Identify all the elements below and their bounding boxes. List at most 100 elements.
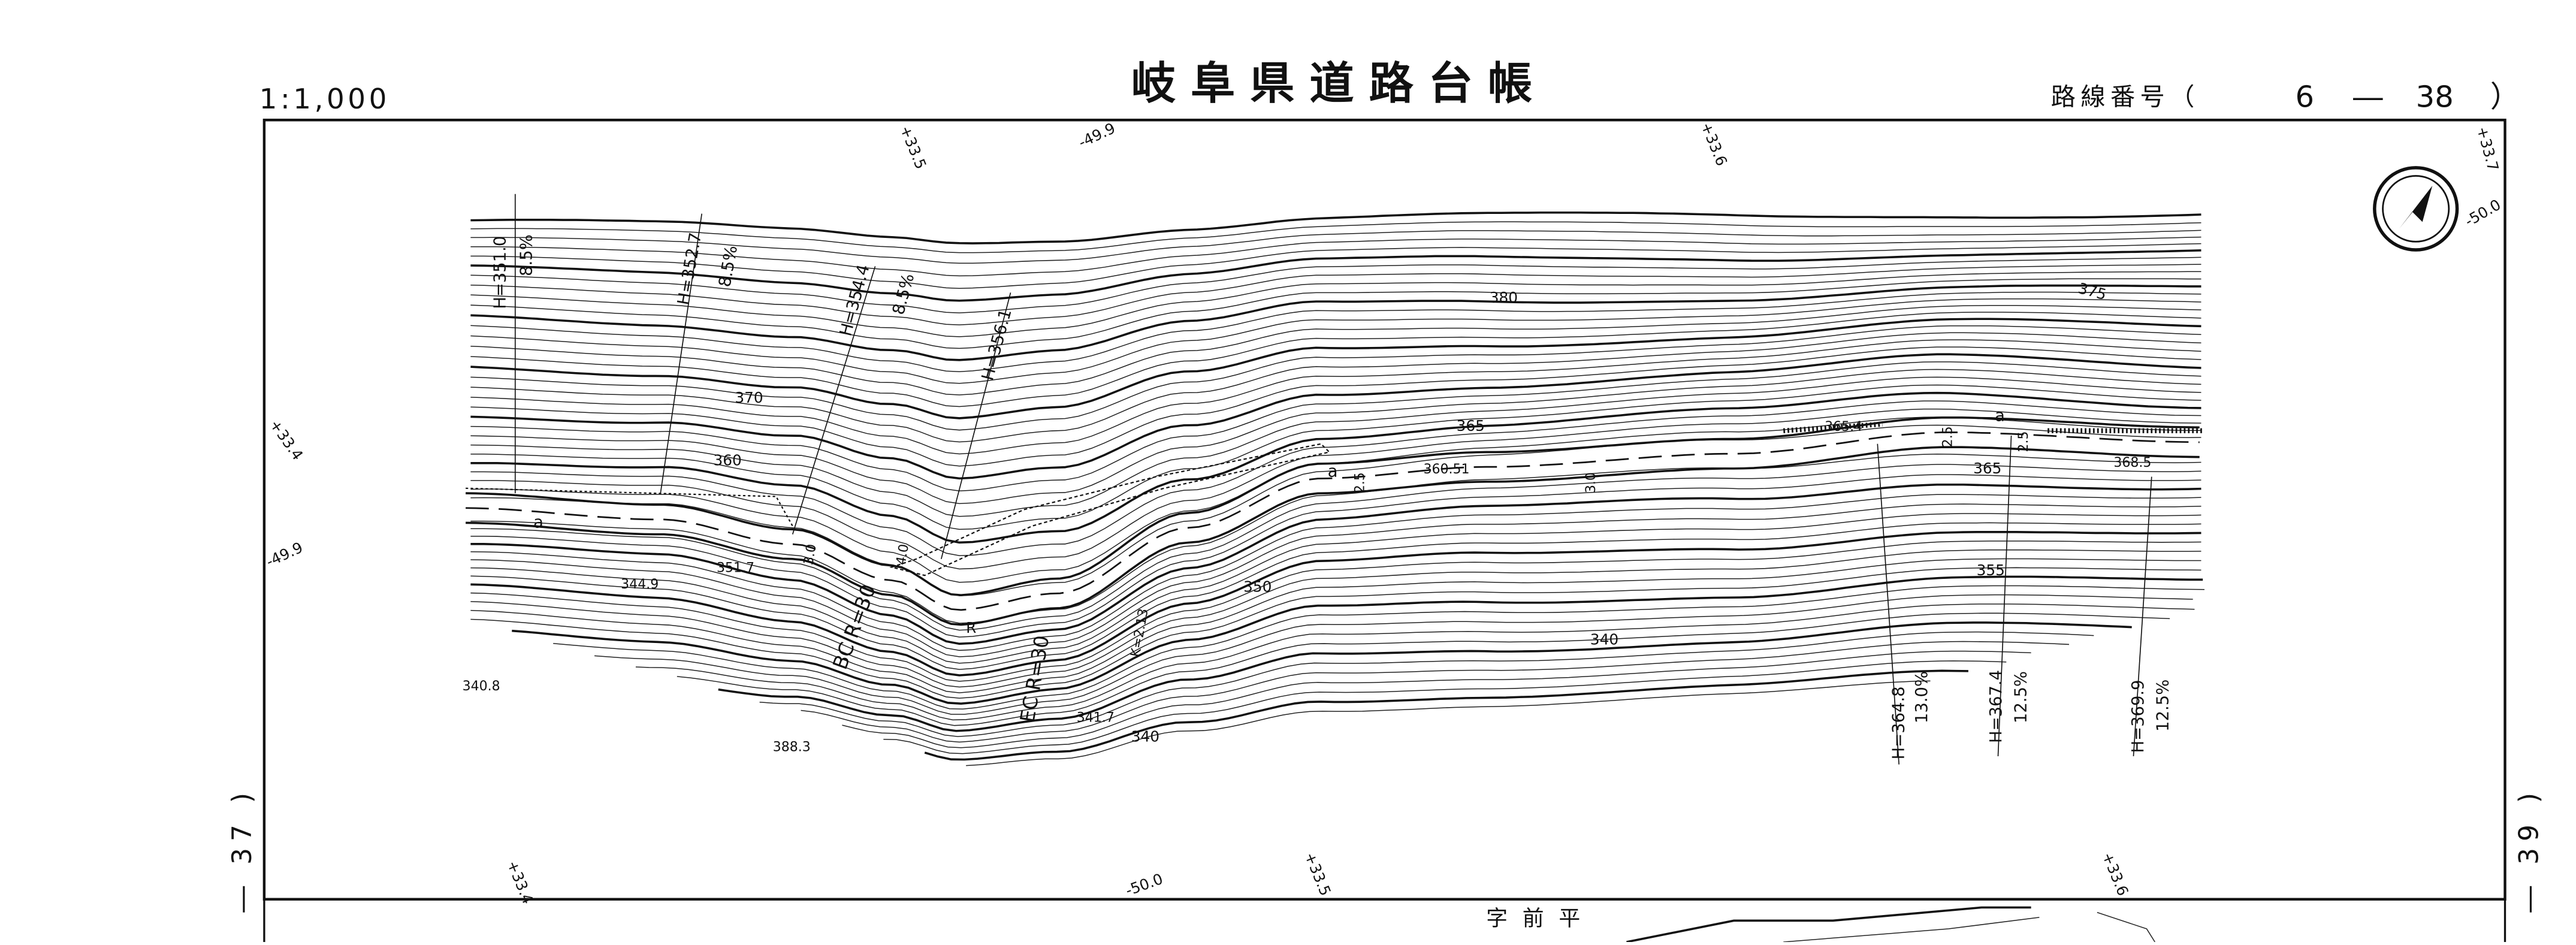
grid-tick: +33.5	[896, 123, 929, 171]
road	[466, 416, 2204, 626]
contour-line	[470, 513, 2201, 664]
height-marker: H=352.7	[674, 231, 705, 307]
contour-line	[718, 621, 2132, 732]
contour-label: 340	[1590, 630, 1618, 648]
spot-height: 368.5	[2113, 455, 2151, 470]
spot-height: 388.3	[773, 740, 811, 755]
contour-line	[470, 211, 2201, 244]
route-number-close: ）	[2490, 79, 2520, 114]
scale-label: 1:1,000	[259, 83, 390, 116]
contour-line	[759, 631, 2094, 737]
contour-line	[470, 278, 2201, 349]
compass-north-icon	[2373, 166, 2459, 252]
spot-height: 365.4	[1825, 419, 1862, 434]
spot-height: 360.51	[1423, 462, 1469, 477]
contour-line	[801, 641, 2070, 743]
contour-line	[470, 391, 2201, 544]
contour-line	[470, 325, 2201, 431]
contour-line	[677, 612, 2170, 726]
grid-tick: -49.9	[1076, 119, 1118, 151]
contour-line	[470, 376, 2201, 517]
route-number-major: 6	[2296, 79, 2315, 114]
contour-line	[470, 243, 2201, 289]
road-width: 4.0	[893, 543, 912, 566]
contour-line	[470, 353, 2201, 480]
contour-line	[470, 453, 2201, 624]
height-marker: H=364.8	[1889, 686, 1908, 759]
contour-label: 360	[713, 451, 741, 469]
contour-label: 380	[1490, 289, 1518, 306]
spot-height: 340.8	[463, 679, 500, 694]
contour-line	[470, 464, 2201, 631]
contour-line	[470, 549, 2201, 688]
contour-line	[470, 541, 2201, 682]
contour-line	[966, 680, 1931, 766]
contour-line	[470, 369, 2201, 505]
contour-line	[470, 318, 2201, 419]
contour-line	[470, 424, 2201, 596]
road-width: 2.5	[1940, 426, 1955, 447]
a-mark: a	[1328, 462, 1338, 481]
contour-label: 365	[1973, 460, 2001, 477]
map-title: 岐阜県道路台帳	[1131, 58, 1547, 110]
contour-line	[470, 408, 2201, 570]
height-marker: H=367.4	[1986, 670, 2006, 743]
contour-line	[470, 494, 2201, 651]
contour-line	[470, 298, 2201, 384]
contour-line	[594, 594, 2193, 715]
contour-line	[470, 332, 2201, 443]
contour-line	[924, 669, 1968, 761]
a-mark: a	[1995, 406, 2005, 425]
route-number-label: 路線番号（	[2051, 83, 2200, 111]
contour-label: 340	[1131, 727, 1159, 745]
contour-line	[553, 585, 2204, 710]
contour-line	[470, 567, 2201, 699]
contour-line	[470, 384, 2201, 530]
contour-line	[470, 339, 2201, 455]
road-width: 2.5	[1352, 472, 1367, 493]
contour-line	[470, 522, 2201, 670]
grid-tick: +33.7	[2474, 125, 2502, 173]
grade-marker: 8.5%	[517, 234, 536, 276]
road-width: 3.0	[801, 543, 820, 566]
grid-tick: -49.9	[263, 539, 305, 570]
grade-marker: 8.5%	[715, 244, 741, 288]
grid-tick: -50.0	[2462, 196, 2503, 230]
contour-line	[470, 284, 2201, 361]
contour-labels: 380 375 370 365 360 365 355 350 340 340	[713, 279, 2108, 745]
route-number: 路線番号（ 6 ― 38 ）	[2051, 79, 2520, 114]
height-marker: H=356.1	[978, 307, 1016, 382]
contour-line	[470, 264, 2201, 325]
contour-line	[470, 530, 2201, 677]
grade-marker: 12.5%	[2011, 671, 2030, 723]
grade-marker: 13.0%	[1912, 671, 1931, 723]
contour-line	[842, 650, 2031, 748]
adjacent-sheet-right[interactable]: ― 39 )	[2514, 786, 2545, 913]
contour-line	[470, 483, 2201, 645]
map-frame	[262, 119, 2506, 901]
grid-tick: +33.5	[1301, 850, 1334, 898]
spot-height: 344.9	[621, 577, 659, 592]
contour-line	[470, 400, 2201, 557]
contour-lines	[470, 211, 2204, 766]
height-marker: H=351.0	[490, 236, 509, 309]
grid-tick: -50.0	[1123, 870, 1165, 899]
road-width: 3.0	[1584, 472, 1599, 493]
grade-marker: 8.5%	[889, 271, 918, 317]
contour-line	[470, 503, 2201, 657]
adjacent-sheet-left[interactable]: ― 37 )	[227, 786, 258, 913]
contour-label: 355	[1977, 561, 2005, 579]
contour-line	[470, 291, 2201, 373]
contour-line	[470, 312, 2201, 407]
route-number-dash: ―	[2353, 79, 2383, 114]
contour-line	[470, 236, 2201, 277]
contour-line	[470, 346, 2201, 467]
r-mark: R	[966, 619, 976, 636]
route-number-minor: 38	[2416, 79, 2454, 114]
contour-line	[470, 256, 2201, 313]
road-width: 2.5	[2016, 431, 2031, 452]
grid-ticks: +33.5 -49.9 +33.6 +33.7 -50.0 +33.4 -49.…	[263, 119, 2503, 907]
contour-line	[470, 271, 2201, 337]
